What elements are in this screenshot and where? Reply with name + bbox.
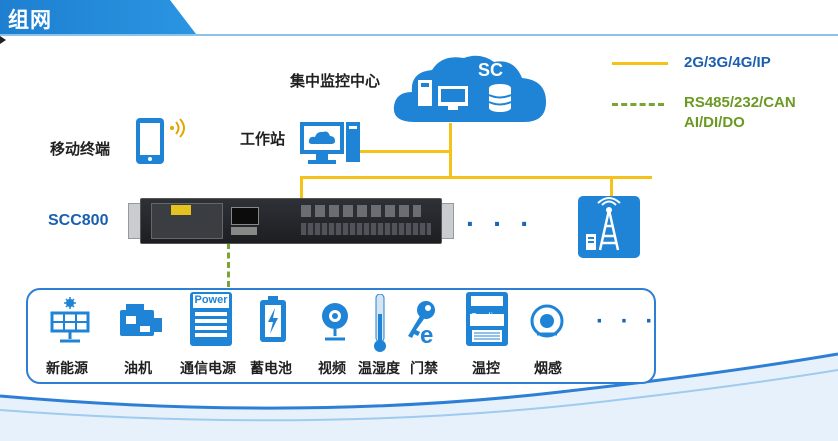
air-conditioner-icon xyxy=(466,292,508,346)
controller-drop-line xyxy=(300,176,303,198)
controller-yellow-terminal xyxy=(171,205,191,215)
battery-icon xyxy=(260,296,286,342)
sc-cloud-icon xyxy=(393,55,546,122)
access-key-icon xyxy=(408,301,435,338)
legend-dashed-line xyxy=(612,103,664,106)
controller-ellipsis: · · · xyxy=(466,208,535,239)
solar-panel-icon xyxy=(50,297,90,343)
monitoring-center-label: 集中监控中心 xyxy=(290,73,381,90)
controller-bus-dashed-line xyxy=(227,243,230,287)
smoke-detector-icon xyxy=(530,304,564,338)
device-caption: 通信电源 xyxy=(180,360,236,376)
cooling-badge: Cooling xyxy=(470,312,504,323)
section-title: 组网 xyxy=(8,9,52,32)
device-caption: 温湿度 xyxy=(358,360,400,376)
controller-display xyxy=(231,207,259,225)
rack-ear-right xyxy=(440,203,454,239)
device-caption: 门禁 xyxy=(410,360,438,376)
legend-solid-label: 2G/3G/4G/IP xyxy=(684,54,771,71)
devices-ellipsis: · · · xyxy=(596,308,659,335)
device-caption: 油机 xyxy=(124,360,152,376)
power-supply-icon xyxy=(190,292,232,346)
device-caption: 蓄电池 xyxy=(250,360,292,376)
corner-arrow-icon xyxy=(0,36,6,44)
power-badge: Power xyxy=(194,294,228,306)
legend-solid-line xyxy=(612,62,668,65)
cloud-label: SC xyxy=(478,60,504,80)
header-underline xyxy=(0,34,838,36)
controller-ports-bottom xyxy=(301,223,431,235)
device-caption: 烟感 xyxy=(534,360,562,376)
thermometer-icon xyxy=(374,294,386,352)
cell-tower-icon xyxy=(578,196,640,258)
device-caption: 视频 xyxy=(318,360,346,376)
scc800-controller-unit xyxy=(140,198,442,244)
mobile-terminal-label: 移动终端 xyxy=(50,141,111,158)
workstation-icon xyxy=(300,122,360,164)
camera-icon xyxy=(322,303,348,341)
controller-ports-top xyxy=(301,205,421,217)
device-caption: 新能源 xyxy=(46,360,88,376)
controller-label: SCC800 xyxy=(48,212,109,229)
device-caption: 温控 xyxy=(472,360,500,376)
workstation-label: 工作站 xyxy=(240,131,286,148)
network-bus-line xyxy=(300,176,652,179)
section-header xyxy=(0,0,196,34)
tower-drop-line xyxy=(610,176,613,196)
controller-buttons xyxy=(231,227,257,235)
generator-icon xyxy=(120,304,162,336)
legend-dashed-label-2: AI/DI/DO xyxy=(684,114,745,131)
decorative-wave xyxy=(0,352,838,441)
legend-dashed-label-1: RS485/232/CAN xyxy=(684,94,796,111)
access-badge: e xyxy=(420,322,434,349)
mobile-phone-icon xyxy=(136,118,185,164)
workstation-link-line xyxy=(358,150,451,153)
